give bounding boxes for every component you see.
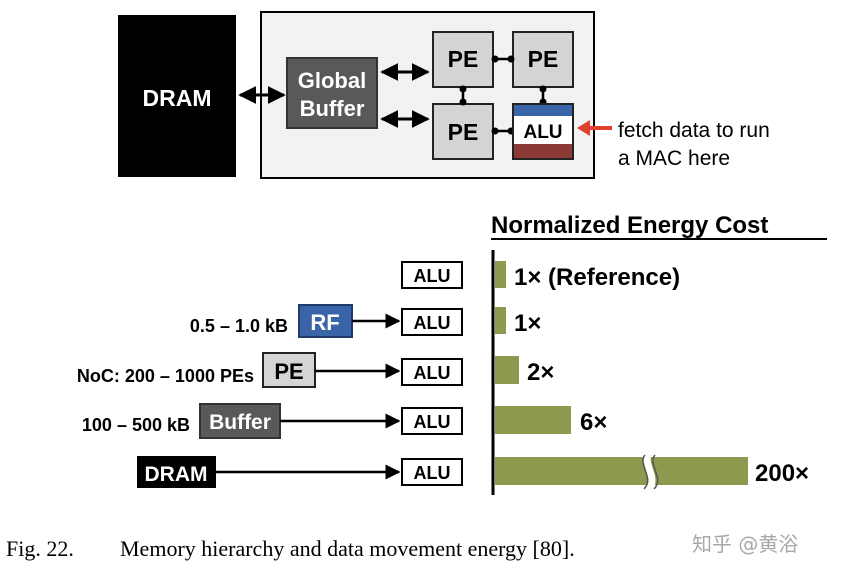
pe-size-label: NoC: 200 – 1000 PEs [77,366,254,386]
bar-dram [495,457,748,485]
alu-box [401,407,463,435]
alu-tile [512,103,574,160]
alu-tile-label: ALU [523,122,562,143]
dram-source-box [137,456,216,488]
rf-source-box [298,304,353,338]
buffer-source-label: Buffer [209,411,271,434]
pe-top-right-label: PE [528,46,559,72]
alu-box-label: ALU [414,463,451,483]
dram-label: DRAM [143,85,212,111]
annotation-arrowhead [577,120,590,136]
watermark: 知乎 @黄浴 [692,532,798,556]
global-buffer-label-line1: Global [298,68,366,93]
bar-rf [495,307,506,334]
global-buffer-label-line2: Buffer [300,96,365,121]
figure-caption: Memory hierarchy and data movement energ… [120,536,575,561]
alu-box-label: ALU [414,266,451,286]
annotation-line2: a MAC here [618,147,730,170]
alu-box [401,358,463,386]
link-dot [491,55,499,63]
link-dot [507,55,515,63]
cost-pe: 2× [527,359,554,386]
alu-box [401,261,463,289]
pe-source-label: PE [274,359,303,384]
rf-size-label: 0.5 – 1.0 kB [190,316,288,336]
dram-block [118,15,236,177]
cost-rf: 1× [514,310,541,337]
alu-column: ALU ALU ALU ALU ALU [401,261,463,486]
alu-box-label: ALU [414,313,451,333]
pe-bottom-left-label: PE [448,119,479,145]
chart-title: Normalized Energy Cost [491,212,768,239]
bar-break-line [652,454,659,490]
link-dot [491,127,499,135]
cost-dram: 200× [755,460,809,487]
link-dot [539,85,547,93]
dram-source-label: DRAM [145,463,208,486]
bar-alu [495,261,506,288]
bar-break-line [642,454,649,490]
alu-box-label: ALU [414,363,451,383]
link-dot [459,98,467,106]
alu-box [401,458,463,486]
cost-alu: 1× (Reference) [514,264,680,291]
buffer-size-label: 100 – 500 kB [82,415,190,435]
bar-break-mark [643,449,656,493]
pe-top-left-label: PE [448,46,479,72]
global-buffer-block [286,57,378,129]
figure-label: Fig. 22. [6,536,74,561]
bar-pe [495,356,519,384]
rf-source-label: RF [310,310,339,335]
annotation-line1: fetch data to run [618,119,770,142]
alu-box [401,308,463,336]
alu-box-label: ALU [414,412,451,432]
link-dot [459,85,467,93]
pe-bottom-left [432,103,494,160]
buffer-source-box [199,403,281,439]
bar-buffer [495,406,571,434]
cost-buffer: 6× [580,409,607,436]
